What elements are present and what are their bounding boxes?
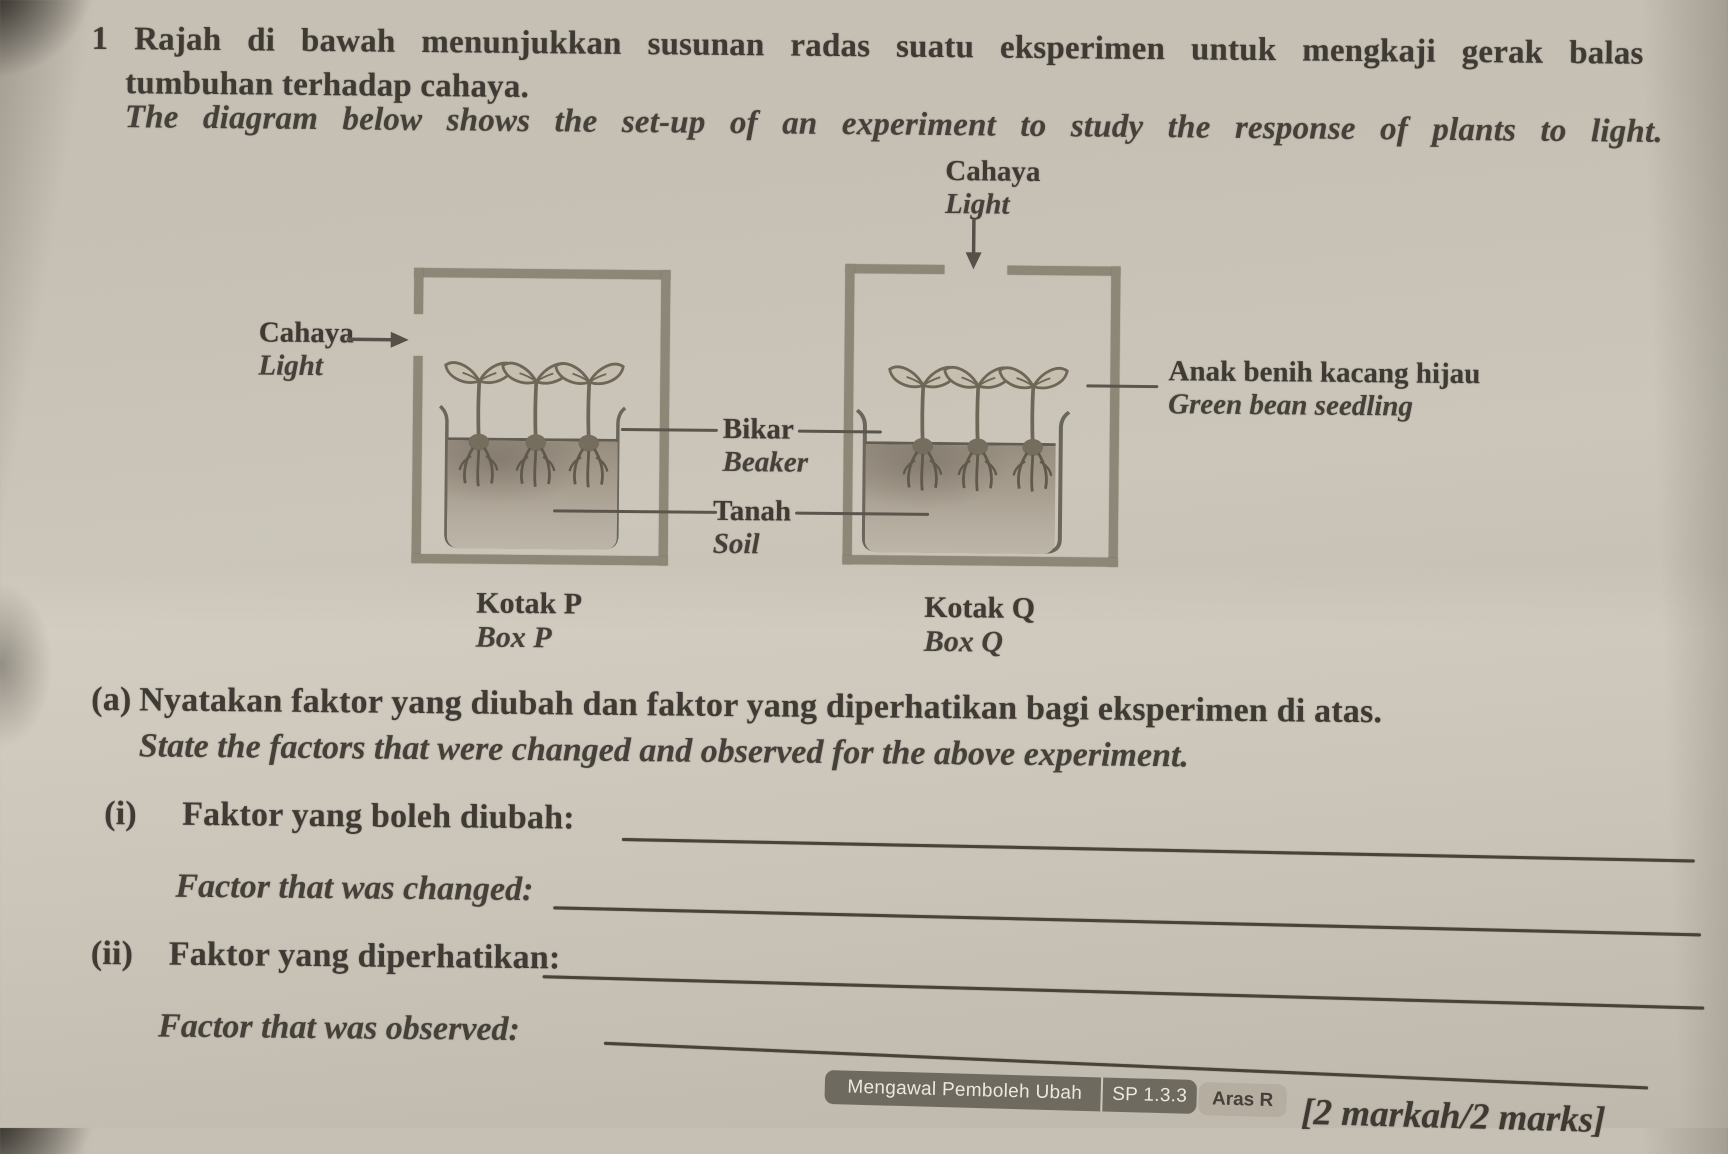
skill-badge-label: Mengawal Pemboleh Ubah [824,1070,1103,1112]
box-q-wall-top-right [1007,266,1120,276]
soil-label: Tanah Soil [713,495,792,562]
marks-label: [2 markah/2 marks] [1301,1091,1606,1142]
seedling-label-ms: Anak benih kacang hijau [1168,355,1480,391]
question-title-english: The diagram below shows the set-up of an… [125,99,1663,151]
leader-line-beaker-left [621,428,718,432]
box-p-wall-top [414,268,670,279]
title-text-ms: Rajah di bawah menunjukkan susunan radas… [134,21,1644,71]
seedling [545,346,632,497]
box-p-caption: Kotak P Box P [476,587,582,656]
light-arrow-down-icon [961,219,985,269]
box-q-wall-right [1109,267,1121,567]
box-q-caption-en: Box Q [924,625,1035,660]
box-p-caption-en: Box P [476,621,582,656]
soil-label-ms: Tanah [713,495,791,529]
part-a-label: (a) [91,681,132,719]
question-title-line1: 1 Rajah di bawah menunjukkan susunan rad… [91,21,1643,73]
box-q-wall-left [843,264,855,564]
leader-line-beaker-right [798,430,882,434]
light-label-top-ms: Cahaya [945,155,1040,189]
light-label-top: Cahaya Light [945,155,1041,222]
box-p-wall-right [659,270,671,565]
light-label-left-en: Light [258,349,353,383]
item-i-label-ms: Faktor yang boleh diubah: [182,796,575,838]
answer-blank-line-i-ms [622,838,1695,863]
soil-label-en: Soil [713,528,791,562]
item-i-number: (i) [104,795,137,833]
light-label-left: Cahaya Light [258,316,354,383]
answer-blank-line-ii-ms [543,975,1705,1009]
skill-badge: Mengawal Pemboleh Ubah SP 1.3.3 [824,1070,1197,1114]
box-p [0,0,1728,13]
box-q-caption-ms: Kotak Q [924,591,1035,626]
box-q-caption: Kotak Q Box Q [924,591,1036,660]
box-p-wall-bottom [412,554,668,565]
leader-line-seedling [1086,384,1158,388]
item-i-label-en: Factor that was changed: [175,868,533,909]
beaker-label: Bikar Beaker [722,413,808,480]
box-q-wall-top-left [845,264,944,274]
answer-blank-line-i-en [553,906,1701,936]
box-q [0,0,1728,13]
box-p-wall-left-lower [412,356,423,563]
seedling-label: Anak benih kacang hijau Green bean seedl… [1168,355,1480,424]
item-ii-number: (ii) [91,935,134,973]
part-a-prompt-en: State the factors that were changed and … [139,727,1189,775]
aras-badge: Aras R [1198,1082,1287,1117]
beaker-label-ms: Bikar [723,413,809,447]
sp-badge: SP 1.3.3 [1102,1083,1197,1108]
item-ii-label-ms: Faktor yang diperhatikan: [169,936,561,978]
leader-line-soil-right [795,512,929,516]
seedling-label-en: Green bean seedling [1168,388,1480,424]
light-label-left-ms: Cahaya [259,316,354,350]
light-label-top-en: Light [945,188,1040,222]
part-a-prompt-ms: Nyatakan faktor yang diubah dan faktor y… [139,681,1382,731]
box-p-wall-left-upper [414,268,423,314]
box-p-caption-ms: Kotak P [476,587,582,622]
item-ii-label-en: Factor that was observed: [158,1008,520,1049]
light-arrow-right-icon [347,327,409,352]
seedling [989,350,1076,501]
beaker-label-en: Beaker [722,446,808,480]
question-number: 1 [91,21,108,57]
